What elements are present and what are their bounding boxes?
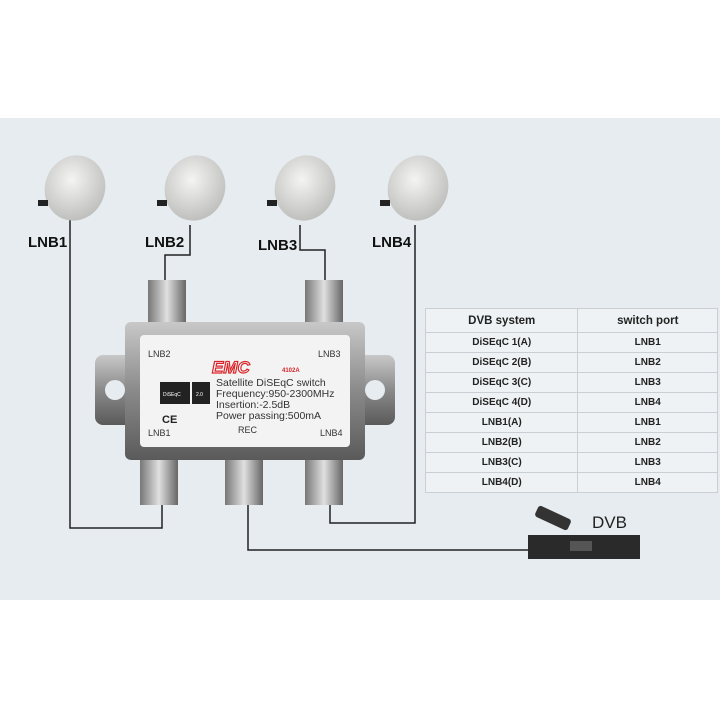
dish-label-lnb3: LNB3	[258, 237, 297, 254]
table-row: LNB2(B)LNB2	[424, 432, 718, 453]
port-label-lnb2: LNB2	[148, 349, 171, 359]
cable-lnb2	[164, 225, 191, 285]
table-cell: LNB4	[577, 472, 718, 493]
spec-line: Satellite DiSEqC switch	[216, 377, 326, 389]
table-cell: LNB2(B)	[424, 432, 579, 453]
cable-lnb3	[299, 225, 326, 285]
dish-lnb3	[267, 155, 336, 221]
port-label-lnb1: LNB1	[148, 428, 171, 438]
dish-label-lnb4: LNB4	[372, 234, 412, 251]
table-cell: LNB2	[577, 432, 718, 453]
table-row: LNB4(D)LNB4	[424, 472, 718, 493]
table-row: DiSEqC 2(B)LNB2	[424, 352, 718, 373]
table-cell: DiSEqC 3(C)	[424, 372, 579, 393]
cables	[69, 215, 530, 551]
spec-line: Power passing:500mA	[216, 410, 321, 422]
receiver-label: DVB	[592, 513, 627, 532]
table-cell: DiSEqC 1(A)	[424, 332, 579, 353]
switch-label-panel	[140, 335, 350, 447]
ce-mark: CE	[162, 414, 177, 426]
dvb-receiver: DVB	[528, 505, 640, 559]
port-label-rec: REC	[238, 425, 258, 435]
cable-lnb1	[69, 215, 163, 529]
table-header: DVB system	[424, 308, 579, 333]
dish-label-lnb2: LNB2	[145, 234, 184, 251]
table-header: switch port	[577, 308, 718, 333]
brand-logo: EMC	[212, 358, 251, 377]
table-cell: LNB1(A)	[424, 412, 579, 433]
table-cell: DiSEqC 2(B)	[424, 352, 579, 373]
port-label-lnb3: LNB3	[318, 349, 341, 359]
table-row: DiSEqC 3(C)LNB3	[424, 372, 718, 393]
table-cell: LNB3(C)	[424, 452, 579, 473]
table-cell: LNB1	[577, 332, 718, 353]
remote-control	[535, 505, 571, 531]
spec-line: Insertion:-2.5dB	[216, 399, 290, 411]
table-row: DiSEqC 4(D)LNB4	[424, 392, 718, 413]
table-cell: LNB4	[577, 392, 718, 413]
table-row: DiSEqC 1(A)LNB1	[424, 332, 718, 353]
table-cell: LNB4(D)	[424, 472, 579, 493]
cable-lnb4	[329, 225, 416, 524]
diseqc-badge-text: DiSEqC	[163, 392, 181, 398]
diseqc-badge-version: 2.0	[196, 392, 203, 398]
port-label-lnb4: LNB4	[320, 428, 343, 438]
dish-lnb1	[38, 155, 106, 221]
diseqc-switch: LNB2 LNB3 LNB1 REC LNB4 EMC 4102A DiSEqC…	[95, 280, 395, 505]
dish-label-lnb1: LNB1	[28, 234, 67, 251]
dish-lnb2	[157, 155, 226, 221]
diseqc-badge	[160, 382, 190, 404]
table-row: LNB1(A)LNB1	[424, 412, 718, 433]
model-number: 4102A	[282, 368, 300, 374]
table-row: LNB3(C)LNB3	[424, 452, 718, 473]
spec-line: Frequency:950-2300MHz	[216, 388, 334, 400]
table-cell: LNB1	[577, 412, 718, 433]
cable-rec	[247, 505, 530, 551]
table-cell: DiSEqC 4(D)	[424, 392, 579, 413]
table-cell: LNB3	[577, 452, 718, 473]
table-cell: LNB3	[577, 372, 718, 393]
table-cell: LNB2	[577, 352, 718, 373]
dish-lnb4	[380, 155, 449, 221]
